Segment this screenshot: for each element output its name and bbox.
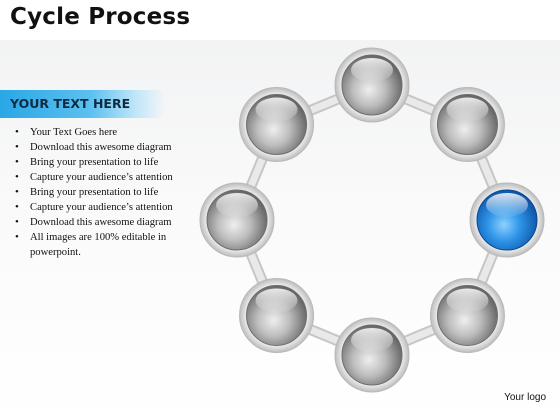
bullet-item: Your Text Goes here <box>14 125 194 140</box>
node-gloss <box>216 193 258 217</box>
bullet-item: Capture your audience’s attention <box>14 200 194 215</box>
bullet-item: Download this awesome diagram <box>14 140 194 155</box>
cycle-node <box>239 87 315 163</box>
node-gloss <box>351 328 393 352</box>
cycle-node <box>429 87 505 163</box>
bullet-list: Your Text Goes here Download this awesom… <box>14 125 194 260</box>
node-gloss <box>446 97 489 122</box>
cycle-node <box>334 47 410 123</box>
node-gloss <box>255 97 298 122</box>
node-gloss <box>446 288 489 313</box>
cycle-node <box>199 182 275 258</box>
bullet-item: Bring your presentation to life <box>14 185 194 200</box>
node-gloss <box>255 288 298 313</box>
banner-label: YOUR TEXT HERE <box>10 96 131 111</box>
node-gloss <box>486 193 528 217</box>
node-gloss <box>351 58 393 82</box>
bullet-item: Capture your audience’s attention <box>14 170 194 185</box>
cycle-node <box>239 277 315 353</box>
bullet-item: Download this awesome diagram <box>14 215 194 230</box>
logo-placeholder: Your logo <box>504 392 546 403</box>
cycle-node <box>429 277 505 353</box>
page-title: Cycle Process <box>10 4 191 30</box>
text-banner: YOUR TEXT HERE <box>0 90 165 118</box>
bullet-item: All images are 100% editable in powerpoi… <box>14 230 194 260</box>
cycle-node <box>334 317 410 393</box>
bullet-item: Bring your presentation to life <box>14 155 194 170</box>
cycle-node-highlighted <box>469 182 545 258</box>
